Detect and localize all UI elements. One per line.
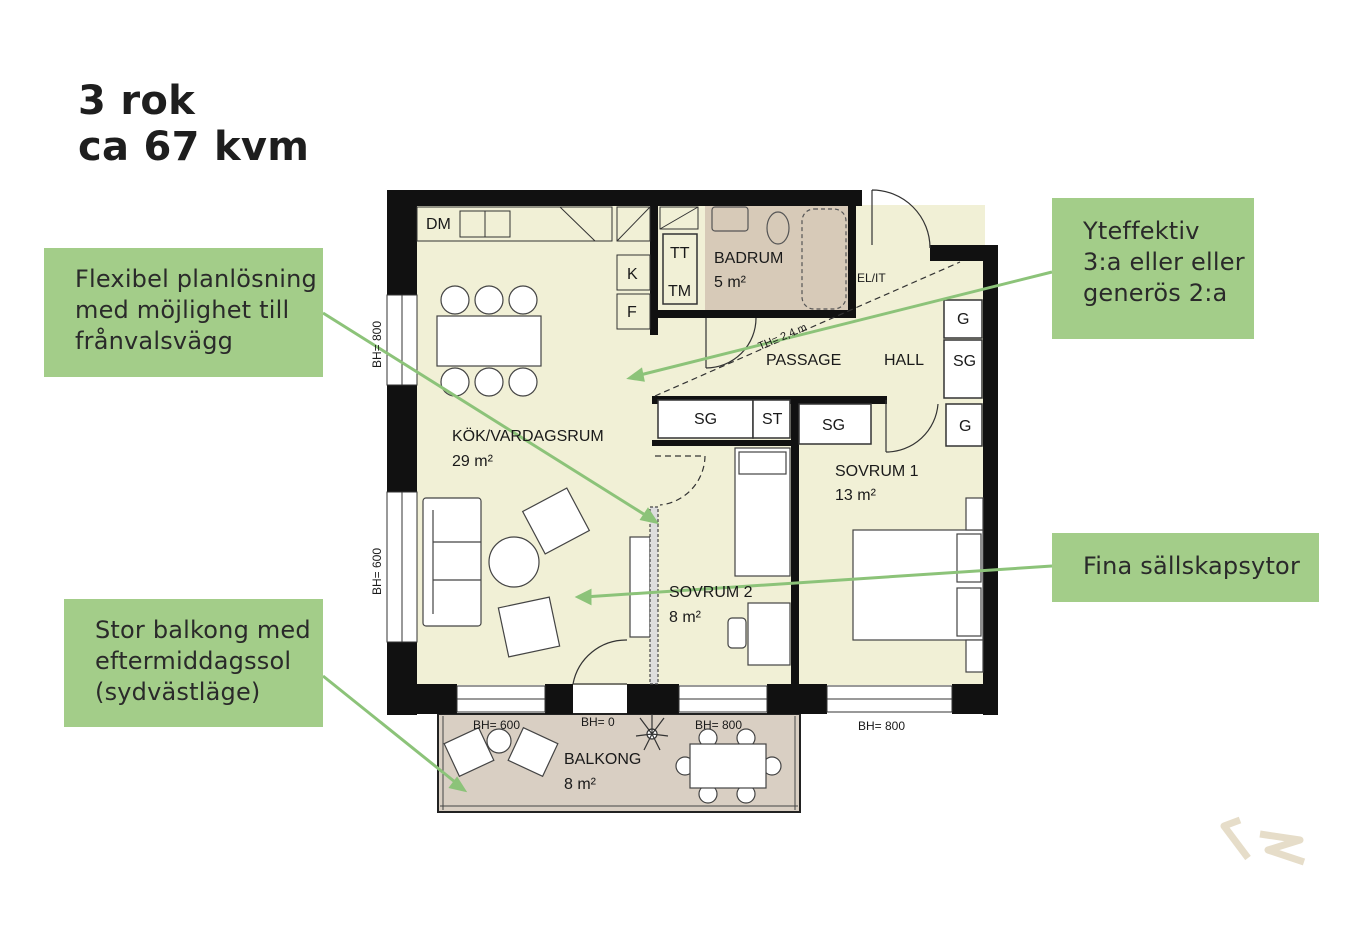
sofa-icon <box>422 497 482 627</box>
wall-bottom-mid2 <box>627 684 679 714</box>
potted-plant-icon <box>635 714 669 751</box>
desk-chair <box>727 617 747 649</box>
callout-sallskap-line1: Fina sällskapsytor <box>1083 552 1301 580</box>
title-area: ca 67 kvm <box>78 124 310 170</box>
door-swing-s2 <box>655 455 706 506</box>
bath-floor <box>705 205 850 313</box>
wall-bath-right <box>848 190 856 315</box>
bedroom-furniture <box>629 447 984 685</box>
bathtub <box>801 208 847 310</box>
area-balkong: 8 m² <box>564 776 597 793</box>
door-swing-balcony <box>572 639 628 685</box>
wall-mid-h2 <box>652 440 797 446</box>
kitchen-counter <box>416 206 699 330</box>
title-rooms: 3 rok <box>78 78 196 124</box>
callout-yteffektiv-line3: generös 2:a <box>1083 279 1228 307</box>
wall-bottom-left <box>387 684 457 714</box>
callout-balkong-line3: (sydvästläge) <box>95 678 261 706</box>
logo-mark-icon <box>1220 816 1306 866</box>
wall-bath-left <box>650 205 658 335</box>
arrow-balkong <box>322 674 461 788</box>
fixture-labels: DM K F TT TM G SG SG ST SG G EL/IT TH= 2… <box>426 216 976 435</box>
bh-left-lower: BH= 600 <box>370 548 384 595</box>
window-height-labels: BH= 800 BH= 600 BH= 600 BH= 0 BH= 800 BH… <box>370 321 905 733</box>
wall-right <box>983 245 998 715</box>
balcony-furniture <box>443 714 782 804</box>
label-g-right: G <box>959 418 971 435</box>
area-kok: 29 m² <box>452 453 494 470</box>
label-g-top: G <box>957 311 969 328</box>
wall-right-top <box>930 245 998 261</box>
armchair-icon <box>521 487 591 555</box>
bh-balcony-left: BH= 600 <box>473 718 520 732</box>
callout-balkong-line1: Stor balkong med <box>95 616 311 644</box>
label-sg-left: SG <box>694 411 717 428</box>
wall-top <box>387 190 862 206</box>
door-swing-entry <box>871 189 931 249</box>
callout-yteffektiv: Yteffektiv 3:a eller eller generös 2:a <box>1052 198 1254 339</box>
balcony-chair-2 <box>507 726 559 778</box>
arrow-flexibel <box>322 311 651 520</box>
arrow-sallskap <box>583 564 1053 599</box>
label-sovrum2: SOVRUM 2 <box>669 584 753 601</box>
label-hall: HALL <box>884 352 924 369</box>
label-badrum: BADRUM <box>714 250 783 267</box>
living-furniture <box>422 487 591 658</box>
desk-s2 <box>747 602 791 666</box>
callout-yteffektiv-line2: 3:a eller eller <box>1083 248 1245 276</box>
area-sovrum1: 13 m² <box>835 487 877 504</box>
wall-bottom-mid1 <box>545 684 573 714</box>
label-passage: PASSAGE <box>766 352 841 369</box>
label-f: F <box>627 304 637 321</box>
doors <box>572 189 961 685</box>
callout-balkong-line2: eftermiddagssol <box>95 647 292 675</box>
label-tm: TM <box>668 283 691 300</box>
area-badrum: 5 m² <box>714 274 747 291</box>
callout-yteffektiv-line1: Yteffektiv <box>1083 217 1200 245</box>
callout-flexibel-line1: Flexibel planlösning <box>75 265 317 293</box>
wall-s1-left <box>791 400 799 714</box>
label-st: ST <box>762 411 783 428</box>
callout-arrows <box>322 270 1053 793</box>
label-sg-hall: SG <box>953 353 976 370</box>
sliding-wall <box>649 506 659 685</box>
wall-bath-bottom <box>650 310 856 318</box>
callout-flexibel: Flexibel planlösning med möjlighet till … <box>44 248 323 377</box>
balcony-chair <box>443 726 495 778</box>
coffee-table-icon <box>488 536 540 588</box>
area-sovrum2: 8 m² <box>669 609 702 626</box>
bathroom-fixtures <box>711 206 847 310</box>
door-swing-hall <box>885 400 939 453</box>
label-sg-mid: SG <box>822 417 845 434</box>
balcony-rail <box>440 716 798 810</box>
bh-balcony-door: BH= 0 <box>581 715 615 729</box>
passage-opening <box>654 261 961 397</box>
room-labels: KÖK/VARDAGSRUM 29 m² BADRUM 5 m² PASSAGE… <box>452 250 924 793</box>
label-balkong: BALKONG <box>564 751 641 768</box>
shelf-s2 <box>629 536 651 638</box>
label-dm: DM <box>426 216 451 233</box>
page-title: 3 rok ca 67 kvm <box>78 78 309 170</box>
label-k: K <box>627 266 638 283</box>
washbasin <box>711 206 749 232</box>
label-sovrum1: SOVRUM 1 <box>835 463 919 480</box>
callout-flexibel-line3: frånvalsvägg <box>75 327 234 355</box>
wardrobes <box>657 233 983 447</box>
label-kok: KÖK/VARDAGSRUM <box>452 427 604 445</box>
armchair-icon-2 <box>497 596 561 658</box>
label-tt: TT <box>670 245 690 262</box>
toilet <box>766 211 790 245</box>
arrow-yteffektiv <box>635 270 1053 378</box>
callout-flexibel-line2: med möjlighet till <box>75 296 290 324</box>
dining-table-icon <box>436 285 542 397</box>
balcony-side-table <box>486 728 512 754</box>
bh-balcony-right: BH= 800 <box>695 718 742 732</box>
bh-bedroom: BH= 800 <box>858 719 905 733</box>
bh-left-upper: BH= 800 <box>370 321 384 368</box>
callout-sallskap: Fina sällskapsytor <box>1052 533 1319 602</box>
callout-balkong: Stor balkong med eftermiddagssol (sydväs… <box>64 599 323 727</box>
label-elit: EL/IT <box>857 271 886 285</box>
balcony-table <box>689 743 767 789</box>
